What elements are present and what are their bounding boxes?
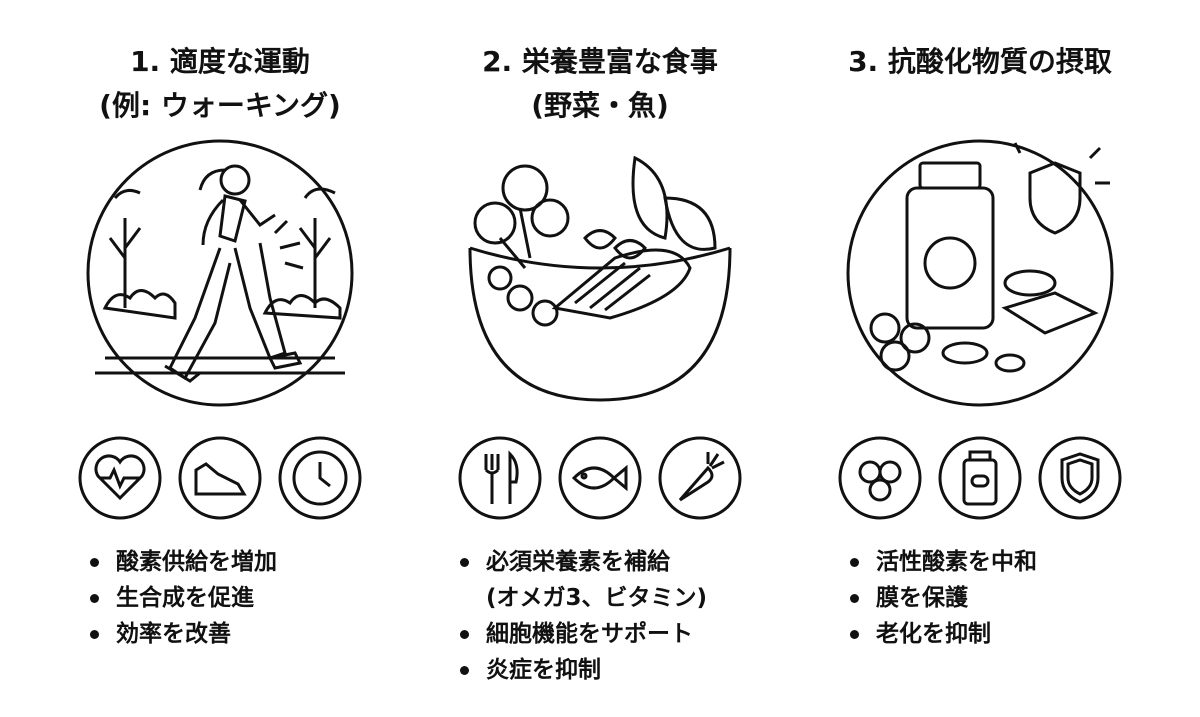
column-title: 3. 抗酸化物質の摂取 bbox=[790, 40, 1170, 84]
sneaker-icon bbox=[178, 436, 262, 520]
list-item: 炎症を抑制 bbox=[456, 652, 707, 688]
list-item: 生合成を促進 bbox=[86, 580, 277, 616]
list-item: 膜を保護 bbox=[846, 580, 1037, 616]
heart-rate-icon bbox=[78, 436, 162, 520]
column-diet: 2. 栄養豊富な食事 (野菜・魚) 必須栄養素を補給(オメガ3、ビタミン) 細胞… bbox=[410, 0, 790, 717]
list-item: 効率を改善 bbox=[86, 616, 277, 652]
berries-icon bbox=[838, 436, 922, 520]
benefit-list: 必須栄養素を補給(オメガ3、ビタミン) 細胞機能をサポート 炎症を抑制 bbox=[456, 544, 707, 688]
supplements-nuts-illustration bbox=[846, 139, 1114, 407]
column-exercise: 1. 適度な運動 (例: ウォーキング) 酸素供給を増加 生合成を促進 効率を改… bbox=[30, 0, 410, 717]
benefit-list: 酸素供給を増加 生合成を促進 効率を改善 bbox=[86, 544, 277, 652]
title-line: 1. 適度な運動 bbox=[130, 45, 310, 78]
walking-woman-illustration bbox=[86, 139, 354, 407]
shield-icon bbox=[1038, 436, 1122, 520]
title-line: 3. 抗酸化物質の摂取 bbox=[848, 45, 1112, 78]
column-antioxidants: 3. 抗酸化物質の摂取 活性酸素を中和 膜を保護 老化を抑制 bbox=[790, 0, 1170, 717]
supplement-bottle-icon bbox=[938, 436, 1022, 520]
list-item: 老化を抑制 bbox=[846, 616, 1037, 652]
list-item: 酸素供給を増加 bbox=[86, 544, 277, 580]
fish-icon bbox=[558, 436, 642, 520]
list-item: 活性酸素を中和 bbox=[846, 544, 1037, 580]
list-item: 細胞機能をサポート bbox=[456, 616, 707, 652]
benefit-list: 活性酸素を中和 膜を保護 老化を抑制 bbox=[846, 544, 1037, 652]
title-subline: (例: ウォーキング) bbox=[99, 89, 341, 122]
column-title: 1. 適度な運動 (例: ウォーキング) bbox=[30, 40, 410, 128]
carrot-icon bbox=[658, 436, 742, 520]
title-line: 2. 栄養豊富な食事 bbox=[482, 45, 718, 78]
column-title: 2. 栄養豊富な食事 (野菜・魚) bbox=[410, 40, 790, 128]
clock-icon bbox=[278, 436, 362, 520]
vegetables-fish-bowl-illustration bbox=[468, 155, 732, 402]
list-item: 必須栄養素を補給(オメガ3、ビタミン) bbox=[456, 544, 707, 616]
fork-knife-icon bbox=[458, 436, 542, 520]
title-subline: (野菜・魚) bbox=[531, 89, 669, 122]
